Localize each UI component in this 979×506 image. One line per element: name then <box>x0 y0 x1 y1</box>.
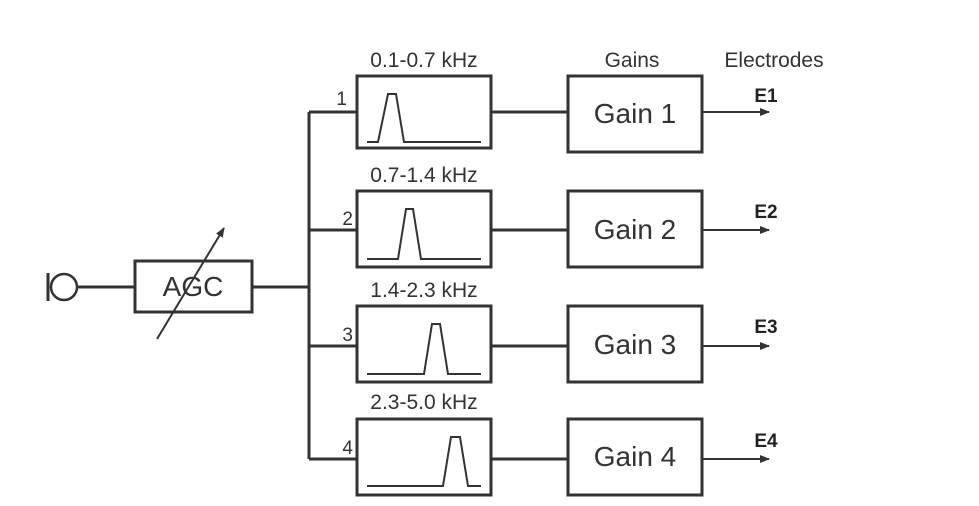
filter-band-label: 0.7-1.4 kHz <box>370 164 477 187</box>
gain-box <box>566 417 704 497</box>
gain-label: Gain 2 <box>594 214 677 245</box>
microphone-icon <box>46 272 79 302</box>
filter-band-label: 2.3-5.0 kHz <box>370 391 477 414</box>
gain-label: Gain 4 <box>594 441 677 472</box>
bandpass-filter-icon <box>367 323 481 375</box>
gain-label: Gain 1 <box>594 98 677 129</box>
channel-number: 2 <box>342 209 353 230</box>
bandpass-filter-icon <box>367 93 481 143</box>
channel-4: 4 2.3-5.0 kHz Gain 4 E4 <box>309 391 778 497</box>
filter-box <box>355 74 493 150</box>
agc-block: AGC <box>133 259 254 314</box>
gain-box <box>566 74 704 154</box>
channel-number: 3 <box>342 325 353 346</box>
filter-box <box>355 189 493 269</box>
channel-1: 1 0.1-0.7 kHz Gain 1 E1 <box>309 49 778 154</box>
channel-2: 2 0.7-1.4 kHz Gain 2 E2 <box>309 164 778 269</box>
filter-box <box>355 417 493 497</box>
gains-header: Gains <box>605 49 660 72</box>
channel-number: 4 <box>342 438 353 459</box>
variable-arrow-icon <box>156 227 225 340</box>
electrodes-header: Electrodes <box>724 49 823 72</box>
filter-band-label: 1.4-2.3 kHz <box>370 279 477 302</box>
filter-band-label: 0.1-0.7 kHz <box>370 49 477 72</box>
electrode-label: E4 <box>754 431 778 452</box>
electrode-label: E1 <box>754 86 778 107</box>
gain-box <box>566 304 704 384</box>
bandpass-filter-icon <box>367 436 481 487</box>
electrode-label: E3 <box>754 317 777 338</box>
agc-label: AGC <box>163 271 224 302</box>
channel-number: 1 <box>336 89 347 110</box>
gain-box <box>566 189 704 269</box>
bandpass-filter-icon <box>367 208 481 260</box>
channel-3: 3 1.4-2.3 kHz Gain 3 E3 <box>309 279 778 384</box>
electrode-label: E2 <box>754 202 777 223</box>
gain-label: Gain 3 <box>594 329 677 360</box>
